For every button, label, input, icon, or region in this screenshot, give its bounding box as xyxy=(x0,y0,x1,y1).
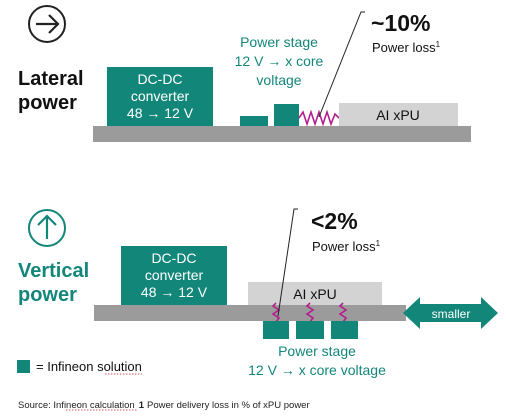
lateral-power-stage-small xyxy=(240,116,268,126)
lateral-converter-line3: 48 → 12 V xyxy=(127,105,194,121)
legend-label: = Infineon solution xyxy=(36,359,142,374)
arrow-right-icon xyxy=(28,5,66,43)
arrow-up-icon xyxy=(28,209,66,247)
vertical-power-stage-3 xyxy=(331,321,358,339)
lateral-power-stage-line2: 12 V → x core xyxy=(235,53,324,69)
vertical-trace-3 xyxy=(338,302,348,323)
lateral-loss-callout-line xyxy=(318,11,365,118)
lateral-label-line1: Lateral xyxy=(18,68,84,90)
legend-swatch xyxy=(17,360,30,373)
lateral-dcdc-converter xyxy=(107,67,213,126)
vertical-power-stage-line2: 12 V → x core voltage xyxy=(248,362,386,378)
lateral-trace xyxy=(298,109,340,127)
vertical-trace-1 xyxy=(271,302,281,323)
vertical-power-stage-1 xyxy=(263,321,289,339)
vertical-loss-callout-line xyxy=(277,208,298,317)
vertical-loss-value: <2% xyxy=(311,208,358,234)
lateral-loss-label: Power loss1 xyxy=(372,40,441,55)
vertical-dcdc-converter xyxy=(121,246,227,305)
vertical-converter-line3: 48 → 12 V xyxy=(141,284,208,300)
vertical-power-stage-line1: Power stage xyxy=(278,343,356,359)
vertical-power-stage-2 xyxy=(296,321,324,339)
lateral-loss-value: ~10% xyxy=(371,10,430,36)
lateral-xpu xyxy=(339,103,458,126)
lateral-converter-line2: converter xyxy=(131,88,190,104)
lateral-power-stage-line1: Power stage xyxy=(240,34,318,50)
vertical-board xyxy=(94,305,406,321)
vertical-label-line2: power xyxy=(18,284,77,306)
lateral-power-stage-line3: voltage xyxy=(256,72,301,88)
lateral-xpu-label: AI xPU xyxy=(376,107,420,123)
vertical-trace-2 xyxy=(305,302,315,323)
vertical-xpu-label: AI xPU xyxy=(293,286,337,302)
lateral-power-stage-tall xyxy=(274,104,299,126)
double-arrow-icon xyxy=(403,297,498,329)
lateral-board xyxy=(93,126,471,142)
vertical-xpu xyxy=(248,282,382,306)
vertical-label-line1: Vertical xyxy=(18,260,89,282)
vertical-loss-label: Power loss1 xyxy=(312,239,381,254)
vertical-converter-line1: DC-DC xyxy=(151,250,196,266)
lateral-label-line2: power xyxy=(18,92,77,114)
lateral-converter-line1: DC-DC xyxy=(137,71,182,87)
smaller-label: smaller xyxy=(432,307,471,321)
vertical-converter-line2: converter xyxy=(145,267,204,283)
